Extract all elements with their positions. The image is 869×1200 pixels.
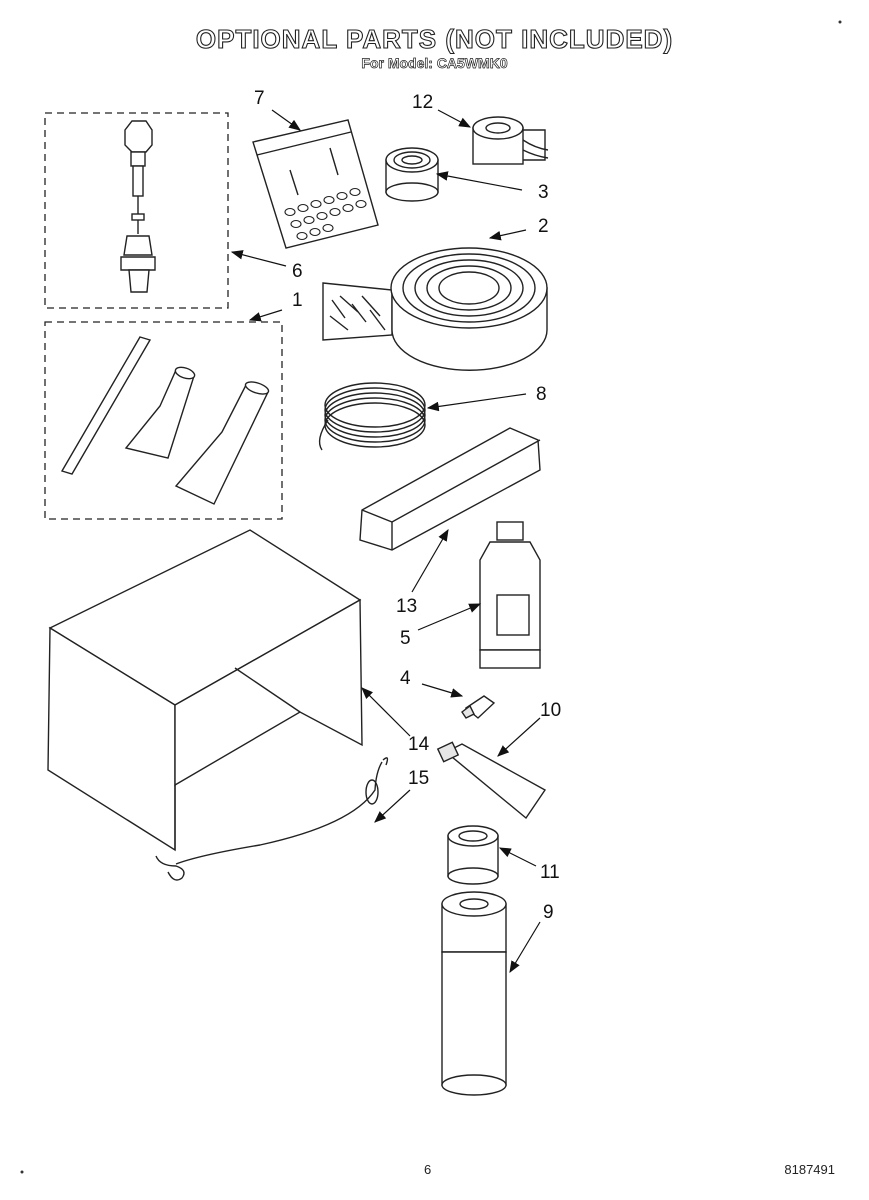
part-9-spray-can (441, 891, 507, 1096)
callout-14: 14 (408, 734, 430, 755)
part-8-wire-coil (318, 382, 426, 451)
part-5-bottle (479, 521, 541, 669)
callout-7: 7 (254, 88, 265, 109)
document-number: 8187491 (784, 1162, 835, 1177)
callout-8: 8 (536, 384, 547, 405)
callout-3: 3 (538, 182, 549, 203)
model-subtitle: For Model: CA5WMK0 (361, 55, 508, 72)
leader-lines (230, 109, 541, 974)
part-2-foam-roll (322, 247, 548, 371)
callout-15: 15 (408, 768, 429, 789)
callout-4: 4 (400, 668, 411, 689)
part-13-foam-strip (359, 427, 541, 551)
part-7-fastener-bag (252, 119, 379, 249)
part-14-cover (47, 529, 363, 852)
scan-mark-top-right (838, 20, 842, 24)
page-number: 6 (424, 1162, 432, 1177)
callout-12: 12 (412, 92, 433, 113)
callout-numbers: 7 12 3 2 6 1 8 13 5 4 10 14 15 11 9 (254, 88, 561, 923)
part-1-tube-kit (44, 321, 283, 520)
scan-mark-bottom-left (20, 1170, 24, 1174)
callout-2: 2 (538, 216, 549, 237)
part-4-small-cap (461, 695, 496, 719)
callout-10: 10 (540, 700, 561, 721)
part-10-tube (436, 741, 547, 820)
callout-11: 11 (540, 862, 560, 883)
callout-13: 13 (396, 596, 417, 617)
part-3-small-roll (385, 147, 439, 202)
part-12-tape-roll (472, 116, 549, 165)
part-15-cord (155, 757, 389, 881)
callout-5: 5 (400, 628, 411, 649)
part-11-small-roll (447, 825, 499, 885)
page-title: OPTIONAL PARTS (NOT INCLUDED) (195, 23, 674, 54)
part-6-valve-kit (44, 112, 229, 309)
callout-9: 9 (543, 902, 554, 923)
callout-6: 6 (292, 261, 303, 282)
callout-1: 1 (292, 290, 303, 311)
